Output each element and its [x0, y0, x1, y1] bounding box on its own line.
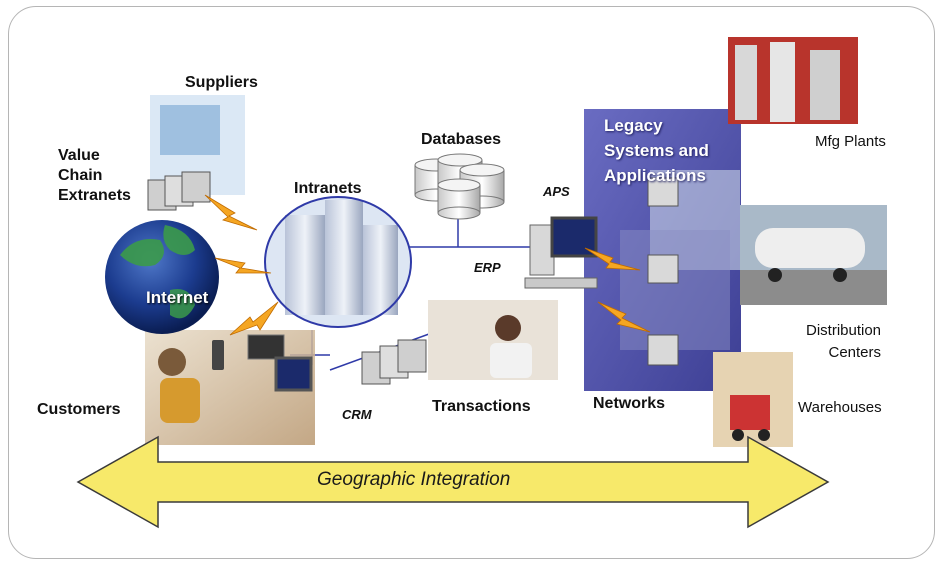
building-icon — [363, 225, 398, 315]
crm-server-icon — [361, 339, 427, 385]
geographic-integration-arrow — [76, 435, 830, 529]
transaction-person-icon — [495, 315, 521, 341]
label-warehouses: Warehouses — [798, 399, 882, 416]
transaction-person-body — [490, 343, 532, 378]
label-legacy-line1: Legacy — [604, 116, 663, 135]
label-legacy-line3: Applications — [604, 166, 707, 185]
label-value-chain-line2: Chain — [58, 167, 103, 184]
label-intranets: Intranets — [294, 180, 362, 197]
customer-person-body — [160, 378, 200, 423]
label-internet: Internet — [146, 288, 209, 307]
lightning-icon — [214, 257, 272, 274]
internet-globe-icon — [105, 220, 219, 334]
label-distribution-centers: Distribution Centers — [806, 320, 881, 364]
label-distribution-line1: Distribution — [806, 322, 882, 339]
mfg-plants-photo — [728, 37, 858, 124]
legacy-server-icon — [647, 334, 679, 366]
customer-monitor-icon — [274, 356, 313, 392]
intranet-ellipse — [264, 196, 412, 328]
distribution-centers-photo — [740, 205, 887, 305]
lightning-icon — [204, 194, 258, 231]
label-networks: Networks — [593, 395, 666, 412]
label-value-chain-line1: Value — [58, 147, 100, 164]
legacy-server-icon — [647, 177, 679, 207]
legacy-server-icon — [647, 254, 679, 284]
lightning-icon — [597, 301, 651, 333]
label-distribution-line2: Centers — [828, 344, 882, 361]
building-icon — [325, 200, 363, 315]
lightning-icons — [204, 194, 651, 336]
label-legacy-systems: Legacy Systems and Applications — [604, 113, 709, 188]
erp-workstation-icon — [524, 216, 598, 289]
lightning-icon — [584, 247, 641, 271]
warehouses-photo — [713, 352, 793, 447]
label-aps: APS — [543, 184, 570, 199]
laptop-icon — [247, 334, 285, 360]
label-value-chain-line3: Extranets — [58, 187, 131, 204]
legacy-people-photo — [620, 230, 730, 350]
lightning-icon — [229, 301, 279, 336]
building-icon — [285, 215, 325, 315]
database-icon — [414, 153, 505, 220]
label-suppliers: Suppliers — [185, 74, 258, 91]
label-transactions: Transactions — [432, 398, 531, 415]
label-erp: ERP — [474, 260, 501, 275]
label-mfg-plants: Mfg Plants — [815, 133, 886, 150]
pda-icon — [212, 340, 224, 370]
label-geographic-integration: Geographic Integration — [317, 469, 511, 490]
server-icon — [147, 171, 211, 211]
label-customers: Customers — [37, 401, 121, 418]
label-legacy-line2: Systems and — [604, 141, 709, 160]
label-value-chain-extranets: Value Chain Extranets — [58, 146, 131, 206]
supplier-monitor-icon — [160, 105, 220, 155]
label-crm: CRM — [342, 407, 372, 422]
label-databases: Databases — [421, 131, 502, 148]
customer-person-icon — [158, 348, 186, 376]
